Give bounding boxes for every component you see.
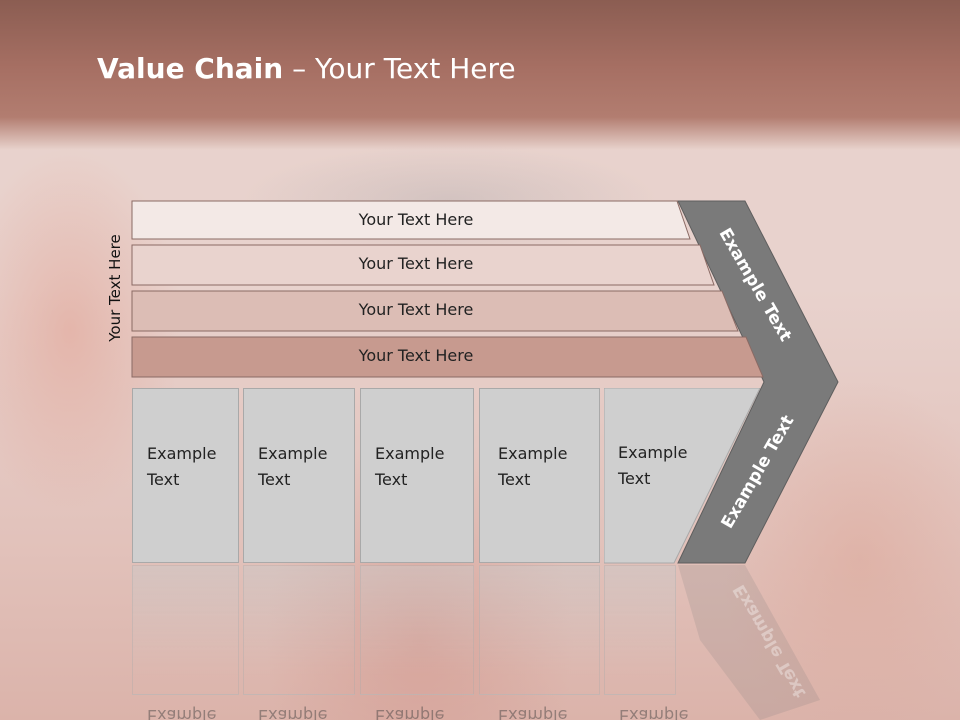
box-5-line2: Text <box>618 469 651 488</box>
slide-title: Value Chain – Your Text Here <box>97 52 516 85</box>
box-2-line2: Text <box>258 470 291 489</box>
box-2-line1: Example <box>258 444 328 463</box>
bar-2-label: Your Text Here <box>358 254 474 273</box>
bar-3-label: Your Text Here <box>358 300 474 319</box>
bar-1-shape <box>131 200 691 240</box>
side-label: Your Text Here <box>106 234 124 342</box>
title-rest: – Your Text Here <box>283 52 516 85</box>
chevron-lower-label-reflection: Example Text <box>729 580 811 702</box>
box-1-line2: Text <box>147 470 180 489</box>
bar-4-shape <box>131 336 764 378</box>
box-4-line1: Example <box>498 444 568 463</box>
bar-3-shape <box>131 290 739 332</box>
box-3-reflect-line1: Example <box>375 706 445 720</box>
box-4-line2: Text <box>498 470 531 489</box>
box-5-line1: Example <box>618 443 688 462</box>
box-3-line2: Text <box>375 470 408 489</box>
box-1-reflect-line1: Example <box>147 706 217 720</box>
box-4-reflect-line1: Example <box>498 706 568 720</box>
box-1-line1: Example <box>147 444 217 463</box>
box-5-shape <box>604 388 761 564</box>
title-bold: Value Chain <box>97 52 284 85</box>
bar-2-shape <box>131 244 715 286</box>
bar-1-label: Your Text Here <box>358 210 474 229</box>
bar-4-label: Your Text Here <box>358 346 474 365</box>
box-2-reflect-line1: Example <box>258 706 328 720</box>
box-3-line1: Example <box>375 444 445 463</box>
header-band <box>0 0 960 150</box>
box-5-reflect-line1: Example <box>619 706 689 720</box>
